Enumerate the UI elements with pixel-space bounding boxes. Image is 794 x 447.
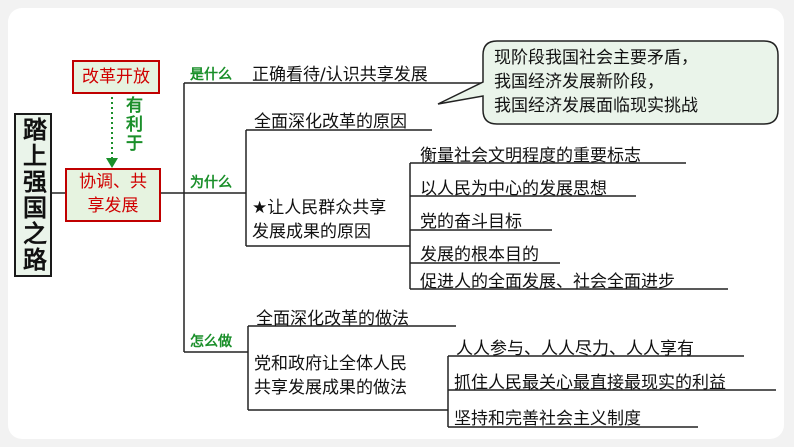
reason-item: 以人民为中心的发展思想 xyxy=(420,179,607,199)
reform-label: 改革开放 xyxy=(82,67,150,87)
share-reason-line-2: 发展成果的原因 xyxy=(252,222,371,242)
method-item: 坚持和完善社会主义制度 xyxy=(454,409,641,429)
share-method-line-2: 共享发展成果的做法 xyxy=(254,378,407,398)
what-item: 正确看待/认识共享发展 xyxy=(252,65,428,85)
relation-label: 有利于 xyxy=(122,96,142,153)
root-topic: 踏上强国之路 xyxy=(14,113,52,277)
goal-line-1: 协调、共 xyxy=(79,172,147,192)
deepen-reform-method: 全面深化改革的做法 xyxy=(256,309,409,329)
callout-line-2: 我国经济发展新阶段， xyxy=(494,72,664,92)
reform-box: 改革开放 xyxy=(72,60,160,94)
share-reason: ★让人民群众共享 发展成果的原因 xyxy=(252,196,386,244)
reason-item: 促进人的全面发展、社会全面进步 xyxy=(420,272,675,292)
method-item: 抓住人民最关心最直接最现实的利益 xyxy=(454,373,726,393)
share-method: 党和政府让全体人民 共享发展成果的做法 xyxy=(254,352,407,400)
share-reason-line-1: ★让人民群众共享 xyxy=(252,198,387,218)
method-item: 人人参与、人人尽力、人人享有 xyxy=(456,339,694,359)
branch-how: 怎么做 xyxy=(190,334,232,350)
branch-why: 为什么 xyxy=(190,175,232,191)
callout-line-3: 我国经济发展面临现实挑战 xyxy=(494,96,698,116)
goal-box: 协调、共 享发展 xyxy=(65,168,161,222)
reason-item: 衡量社会文明程度的重要标志 xyxy=(420,146,641,166)
goal-line-2: 享发展 xyxy=(87,196,139,216)
share-method-line-1: 党和政府让全体人民 xyxy=(254,354,407,374)
deepen-reform-reason: 全面深化改革的原因 xyxy=(254,112,407,132)
callout-line-1: 现阶段我国社会主要矛盾， xyxy=(494,48,698,68)
root-label: 踏上强国之路 xyxy=(18,117,47,273)
callout-bubble xyxy=(437,40,779,125)
reason-item: 党的奋斗目标 xyxy=(420,212,522,232)
reason-item: 发展的根本目的 xyxy=(420,245,539,265)
branch-what: 是什么 xyxy=(190,67,232,83)
callout-text: 现阶段我国社会主要矛盾， 我国经济发展新阶段， 我国经济发展面临现实挑战 xyxy=(494,46,698,118)
